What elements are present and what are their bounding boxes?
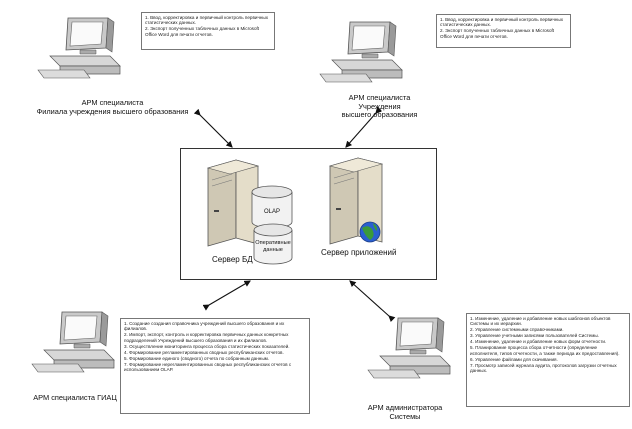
giac-note-5: 5. Формирование единого (сводного) отчет… bbox=[124, 355, 270, 361]
admin-label: АРМ администратора Системы bbox=[367, 403, 443, 421]
giac-note-1: 1. Создание создания справочника учрежде… bbox=[124, 321, 285, 332]
app-server-icon bbox=[328, 157, 384, 245]
db-server-label: Сервер БД bbox=[212, 255, 253, 264]
admin-note-3: 3. Управление учетными записями пользова… bbox=[470, 333, 599, 339]
admin-note-7: 7. Просмотр записей журнала аудита, прот… bbox=[470, 362, 617, 374]
giac-note-3: 3. Осуществление мониторинга процесса сб… bbox=[124, 343, 290, 349]
app-server-label: Сервер приложений bbox=[321, 248, 397, 257]
arrow-branch-to-center bbox=[193, 108, 233, 148]
branch-note-1: 1. Ввод, корректировка и первичный контр… bbox=[145, 15, 269, 26]
giac-label: АРМ специалиста ГИАЦ bbox=[33, 393, 117, 402]
olap-label: OLAP bbox=[263, 209, 280, 215]
operational-data-cylinder-icon bbox=[253, 223, 293, 265]
arrow-admin-to-center bbox=[349, 280, 396, 323]
institution-notes: 1. Ввод, корректировка и первичный контр… bbox=[436, 14, 571, 48]
giac-note-2: 2. Импорт, экспорт, контроль и корректир… bbox=[124, 332, 289, 343]
admin-note-2: 2. Управление системными справочниками. bbox=[470, 327, 564, 333]
arrow-giac-to-center bbox=[202, 280, 251, 311]
admin-note-1: 1. Изменение, удаление и добавление новы… bbox=[470, 316, 611, 327]
admin-note-5: 5. Планирование процесса сбора отчетност… bbox=[470, 345, 620, 356]
admin-note-4: 4. Изменение, удаление и добавление новы… bbox=[470, 339, 607, 345]
branch-note-2: 2. Экспорт полученных табличных данных в… bbox=[145, 26, 260, 37]
globe-icon bbox=[359, 221, 381, 243]
operational-data-label: Оперативные данные bbox=[255, 240, 291, 253]
giac-notes: 1. Создание создания справочника учрежде… bbox=[120, 318, 310, 414]
admin-note-6: 6. Управление файлами для скачивания. bbox=[470, 356, 558, 362]
giac-note-4: 4. Формирование регламентированных сводн… bbox=[124, 349, 284, 355]
institution-label: АРМ специалиста Учреждения высшего образ… bbox=[341, 93, 418, 120]
arrow-institution-to-center bbox=[345, 106, 383, 148]
branch-label: АРМ специалиста Филиала учреждения высше… bbox=[36, 98, 189, 116]
branch-notes: 1. Ввод, корректировка и первичный контр… bbox=[141, 12, 275, 50]
institution-note-2: 2. Экспорт полученных табличных данных в… bbox=[440, 28, 555, 39]
admin-notes: 1. Изменение, удаление и добавление новы… bbox=[466, 313, 630, 407]
giac-note-6: 7. Формирование нерегламентированных сво… bbox=[124, 361, 292, 373]
institution-note-1: 1. Ввод, корректировка и первичный контр… bbox=[440, 17, 564, 28]
